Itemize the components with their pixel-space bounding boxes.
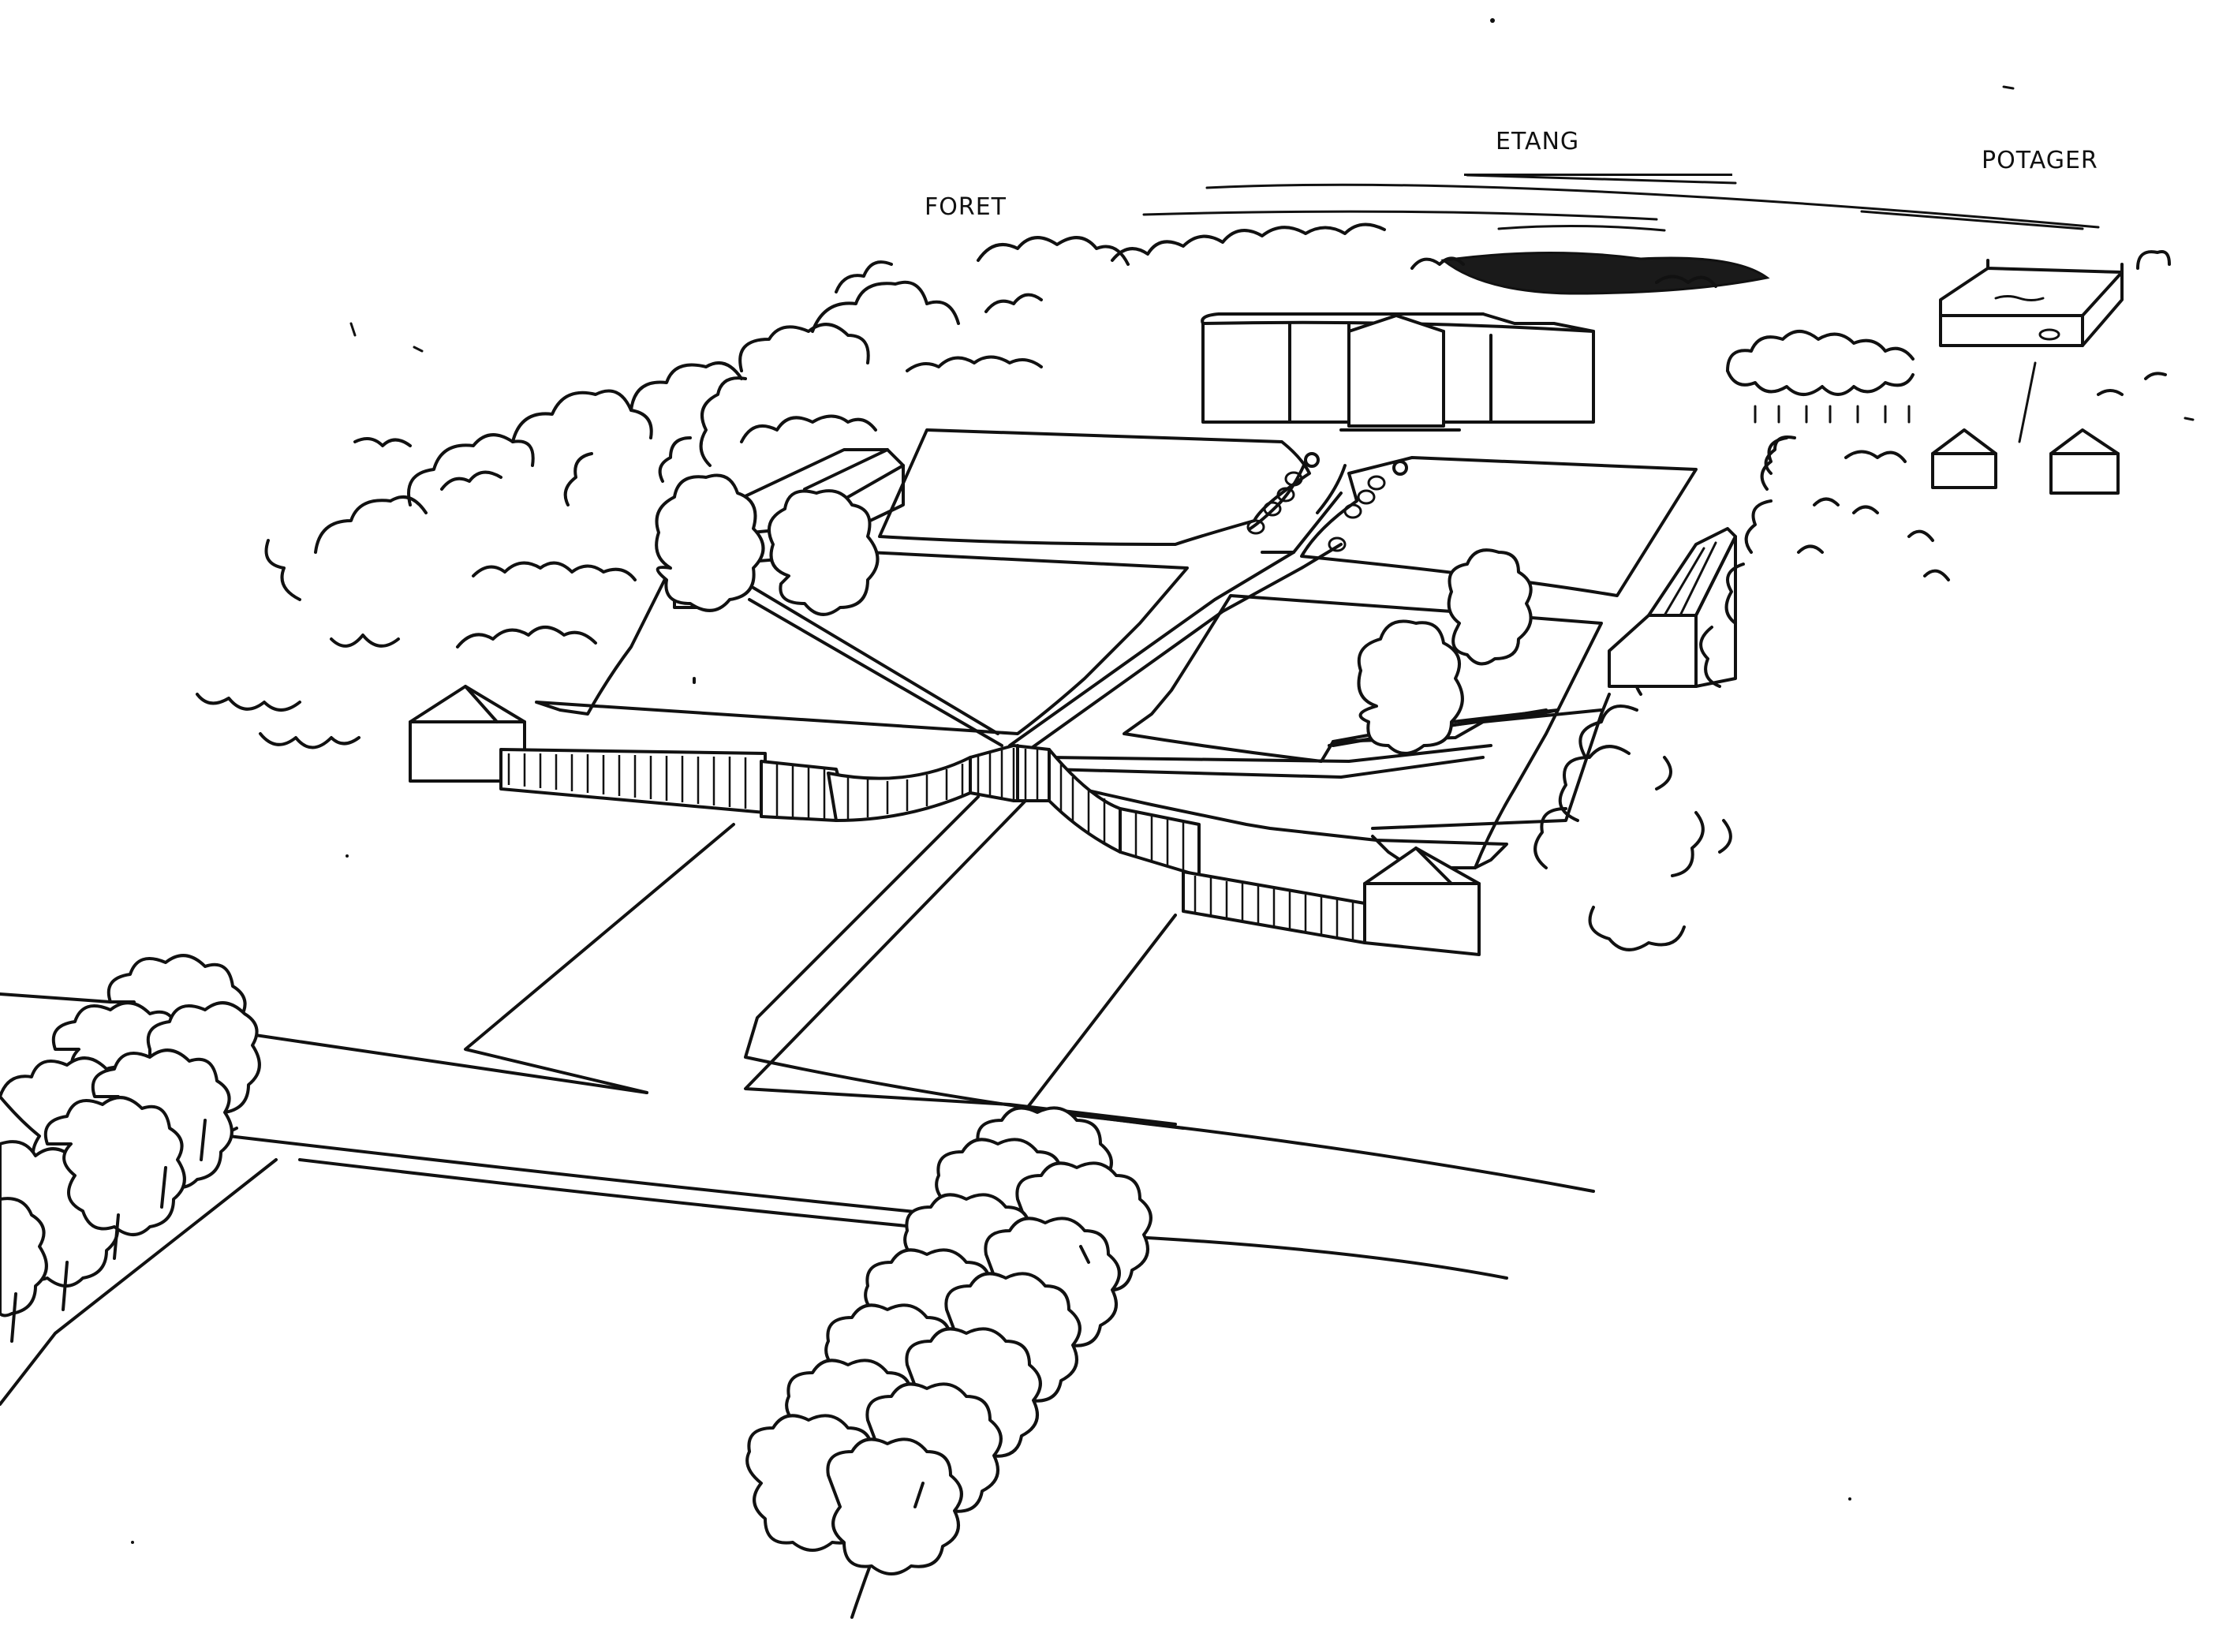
specimen-tree-left-front [655,473,765,684]
pond-label-underline [1464,174,1732,176]
pond-label: ETANG [1496,128,1580,155]
right-orangery [1608,527,1737,688]
main-gate [969,744,1051,802]
specimen-tree-right-front [1357,619,1464,755]
stray-marks [131,18,2195,1544]
kitchen-garden-enclosure [1939,259,2124,347]
right-gate-pavilion [1363,847,1481,956]
specimen-tree-right-back [1447,548,1533,666]
kitchen-garden-label: POTAGER [1982,147,2098,174]
pond [1410,252,1770,295]
right-forecourt-wall [1048,748,1366,944]
right-hedge-trees [1534,436,1950,951]
radiating-alleys [748,491,1492,779]
specimen-tree-left-back [768,489,880,616]
central-axis-path [1246,452,1408,552]
horizon-lines [1142,174,2100,232]
chateau-main-building [1201,312,1595,432]
small-pavilions [1931,361,2120,495]
forest-label: FORET [925,193,1007,221]
forest-canopy [196,222,1386,749]
tree-avenue-centre [745,1106,1152,1575]
left-forecourt-wall [499,748,972,822]
left-tree-grove [0,954,261,1343]
